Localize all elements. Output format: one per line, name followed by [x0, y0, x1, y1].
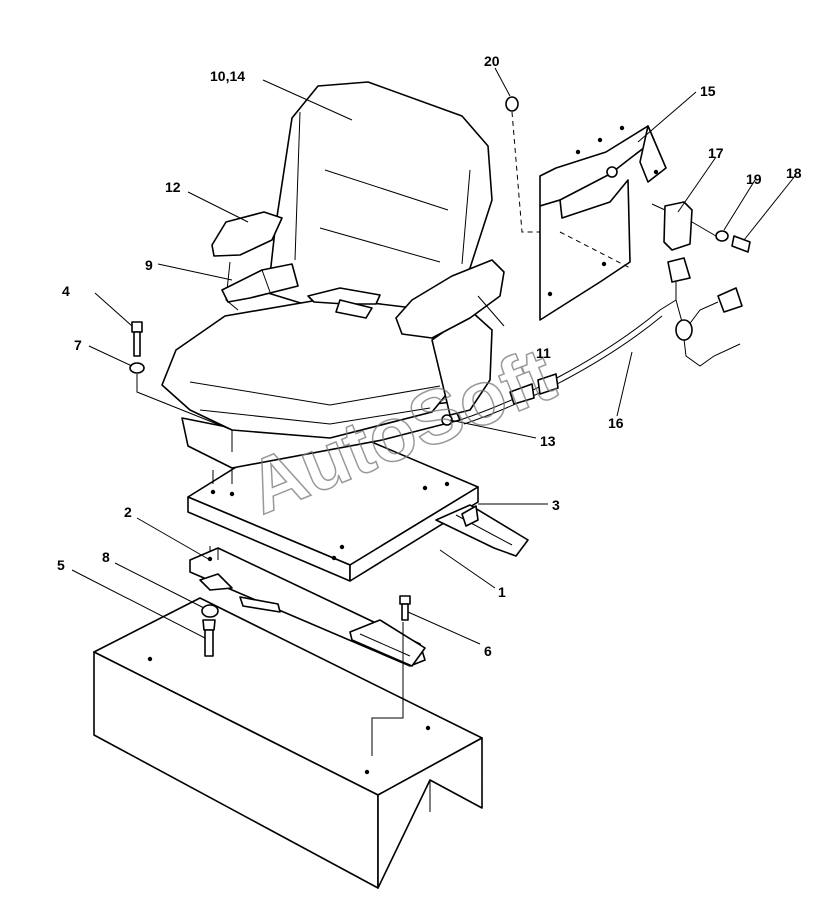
callout-3: 3: [552, 497, 560, 513]
seat-bolt: [131, 321, 143, 357]
callout-11: 11: [536, 345, 551, 361]
lower-slide-rail: [189, 547, 426, 667]
callout-16: 16: [608, 415, 624, 431]
callout-13: 13: [540, 433, 556, 449]
seat-washer: [129, 362, 145, 374]
callout-9: 9: [145, 257, 153, 273]
leader-lines: [71, 67, 796, 645]
relay-screw: [731, 235, 751, 253]
bracket-nut: [505, 96, 519, 112]
upper-slide-rail: [435, 504, 529, 557]
callout-18: 18: [786, 165, 802, 181]
callout-7: 7: [74, 337, 82, 353]
relay: [663, 201, 693, 300]
callout-5: 5: [57, 557, 65, 573]
callout-1: 1: [498, 584, 506, 600]
callout-17: 17: [708, 145, 724, 161]
callout-6: 6: [484, 643, 492, 659]
callout-2: 2: [124, 504, 132, 520]
assembly-lines: [136, 111, 717, 756]
operator-seat: [161, 81, 505, 469]
callout-12: 12: [165, 179, 181, 195]
rail-bolt: [399, 595, 411, 621]
callout-20: 20: [484, 53, 500, 69]
callout-10-14: 10,14: [210, 68, 245, 84]
relay-washer: [715, 230, 729, 242]
wire-harness: [459, 287, 743, 425]
pedestal-washer: [201, 604, 219, 618]
callout-4: 4: [62, 283, 70, 299]
seat-pedestal-box: [93, 597, 483, 889]
callout-8: 8: [102, 549, 110, 565]
callout-labels: 10,14 12 9 4 7 11 13 20 15 17 19 18 16 3…: [57, 53, 802, 659]
pedestal-bolt: [202, 619, 216, 657]
callout-19: 19: [746, 171, 762, 187]
relay-mounting-bracket: [539, 125, 667, 321]
callout-15: 15: [700, 83, 716, 99]
